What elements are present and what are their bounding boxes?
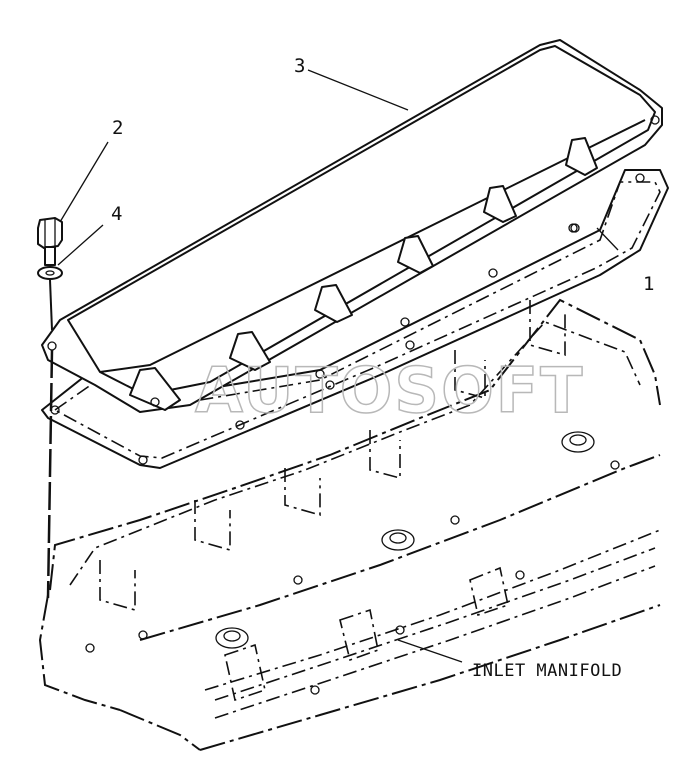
callout-2: 2: [112, 117, 123, 139]
cylinder-head: [38, 298, 661, 751]
alignment-line-dashed: [46, 349, 54, 599]
leader-lines: [57, 69, 619, 663]
bolt: [37, 217, 63, 266]
inlet-manifold: [214, 547, 656, 719]
callout-4: 4: [111, 203, 122, 225]
watermark: AUTOSOFT: [195, 354, 584, 427]
valve-cover: [41, 39, 663, 413]
alignment-line: [49, 279, 53, 331]
washer: [37, 266, 63, 280]
callout-3: 3: [294, 55, 305, 77]
callout-1: 1: [643, 273, 654, 295]
inlet-manifold-label: INLET MANIFOLD: [472, 661, 622, 681]
